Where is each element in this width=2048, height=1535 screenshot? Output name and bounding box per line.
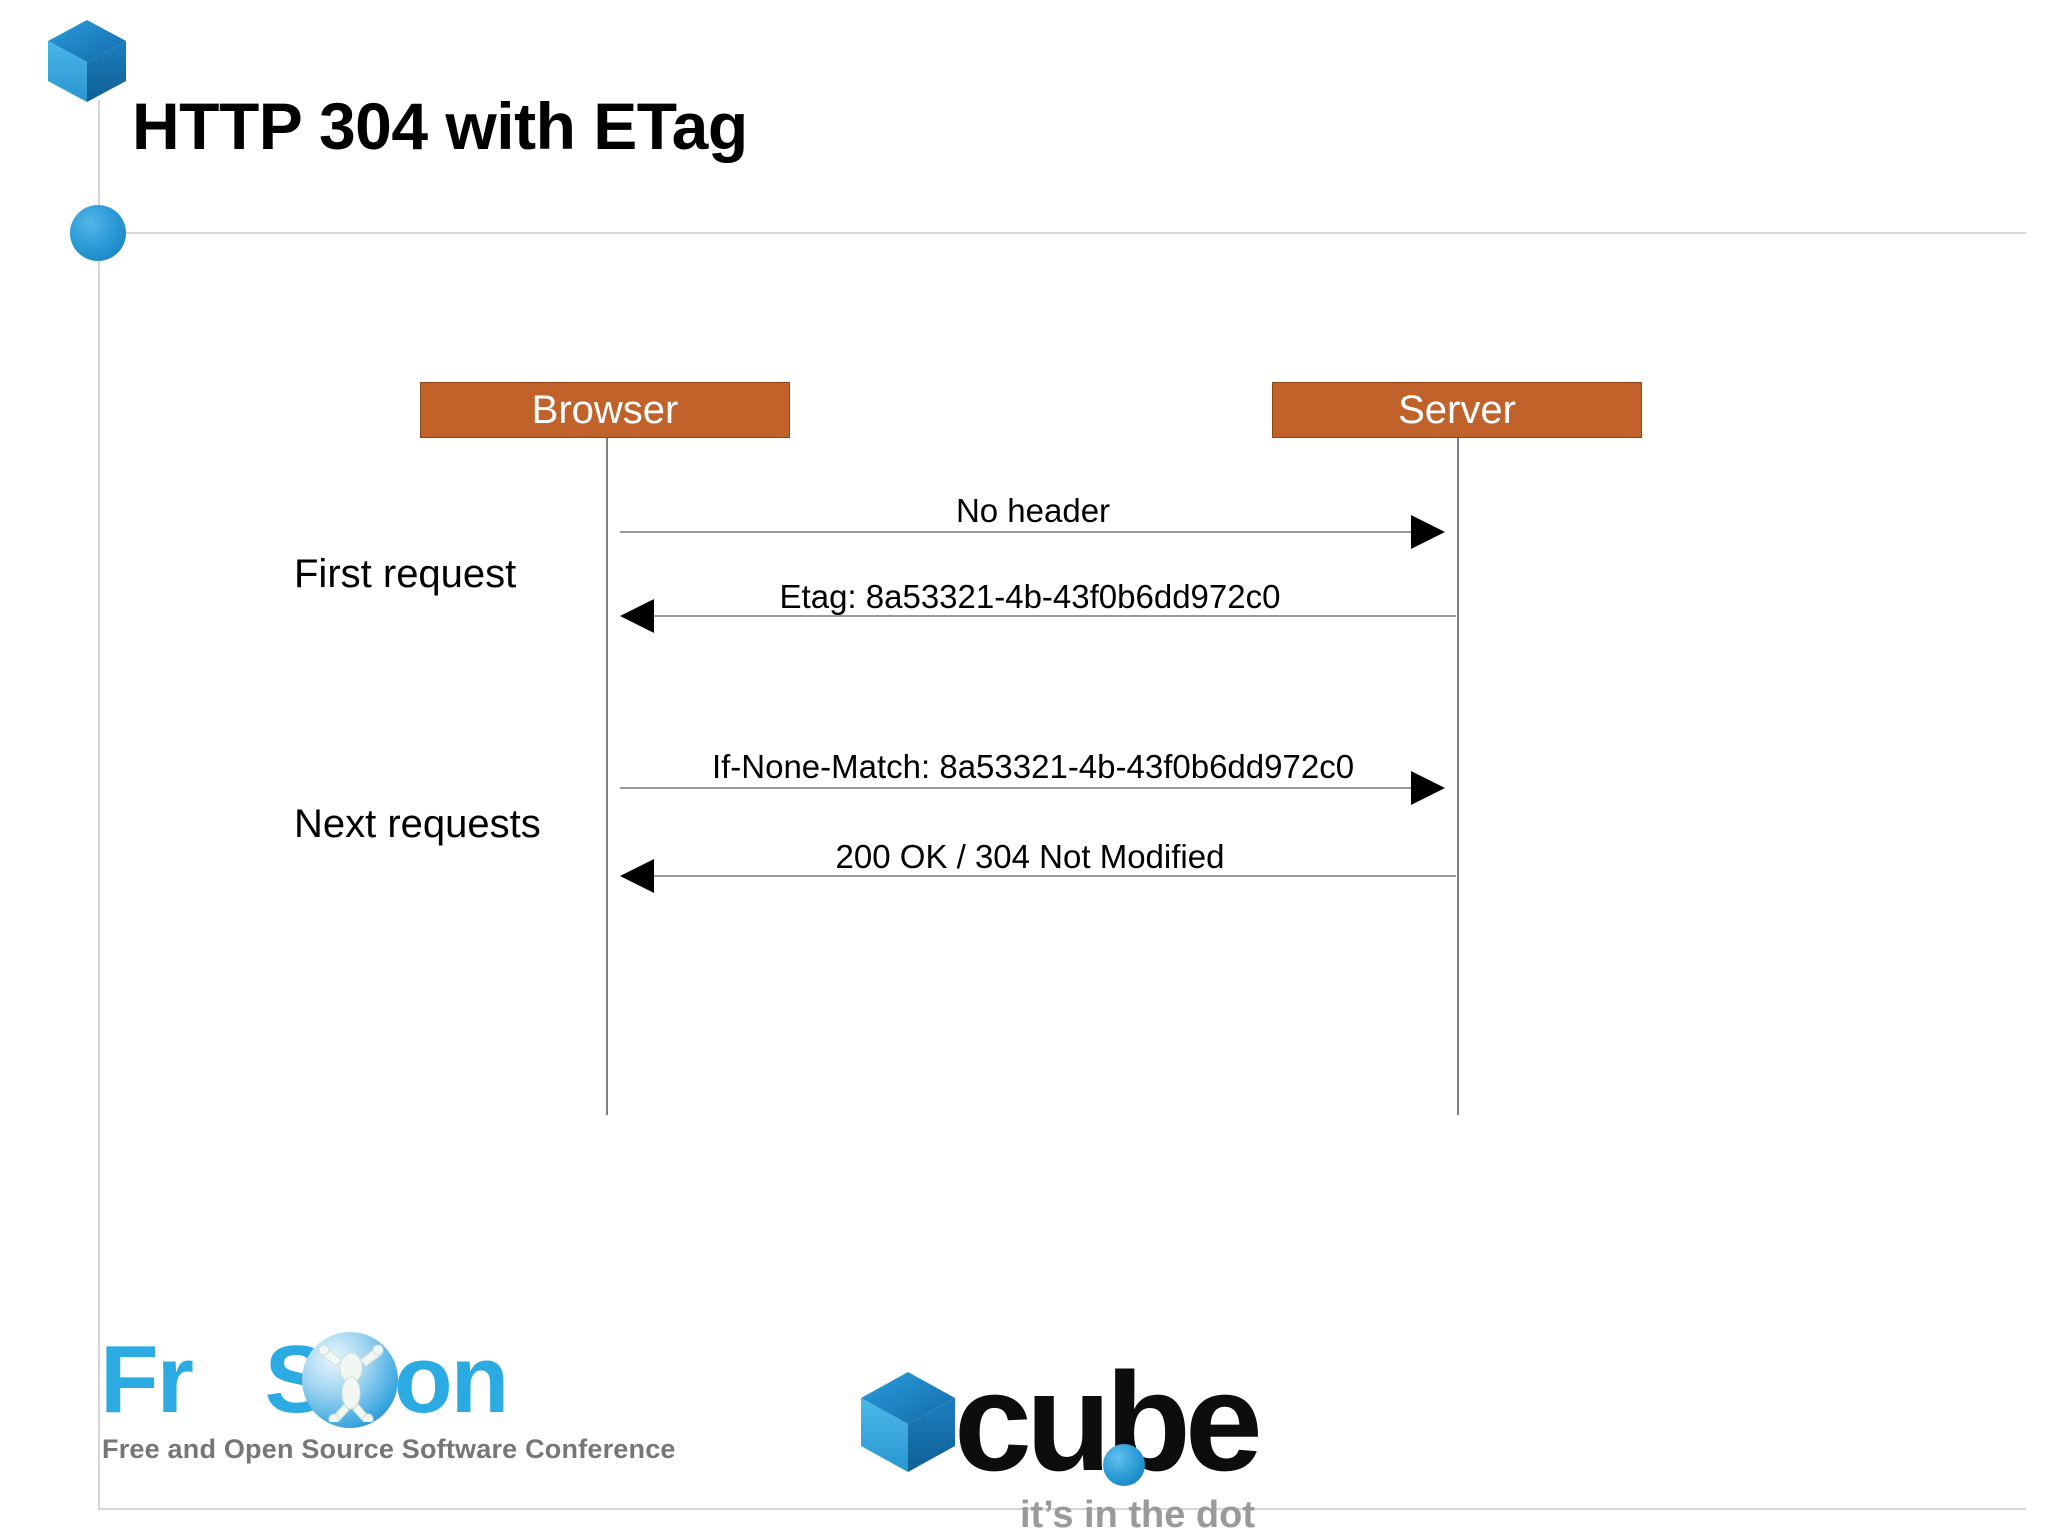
cube-logo-tagline: it’s in the dot <box>1020 1494 1256 1535</box>
message-label-2: Etag: 8a53321-4b-43f0b6dd972c0 <box>779 578 1281 615</box>
actor-browser: Browser <box>420 382 790 438</box>
cube-logo: cube it’s in the dot <box>858 1352 1328 1535</box>
message-line-4 <box>640 875 1456 877</box>
arrow-head-right-1 <box>1411 515 1445 549</box>
page-title: HTTP 304 with ETag <box>132 89 748 163</box>
cube-icon <box>46 18 128 104</box>
phase-label-first-request: First request <box>294 552 517 596</box>
cube-logo-dot-icon <box>1103 1444 1145 1486</box>
message-label-3: If-None-Match: 8a53321-4b-43f0b6dd972c0 <box>711 748 1355 785</box>
lifeline-server <box>1457 438 1459 1115</box>
froscon-frog-icon <box>316 1338 386 1425</box>
message-line-1 <box>620 531 1428 533</box>
message-label-1: No header <box>955 492 1111 529</box>
blue-dot-icon <box>70 205 126 261</box>
message-line-3 <box>620 787 1428 789</box>
frame-vertical-line <box>98 100 100 1510</box>
froscon-logo: FrOSCon Free and Open Source Softw <box>100 1330 675 1475</box>
cube-logo-icon <box>858 1370 958 1474</box>
message-line-2 <box>640 615 1456 617</box>
frame-top-divider <box>98 232 2026 234</box>
actor-server: Server <box>1272 382 1642 438</box>
arrow-head-right-3 <box>1411 771 1445 805</box>
froscon-tagline: Free and Open Source Software Conference <box>102 1434 676 1464</box>
lifeline-browser <box>606 438 608 1115</box>
arrow-head-left-4 <box>620 859 654 893</box>
phase-label-next-requests: Next requests <box>294 802 541 846</box>
message-label-4: 200 OK / 304 Not Modified <box>835 838 1225 875</box>
frame-bottom-divider <box>98 1508 2026 1510</box>
arrow-head-left-2 <box>620 599 654 633</box>
froscon-wordmark-pre: Fr <box>100 1326 194 1433</box>
